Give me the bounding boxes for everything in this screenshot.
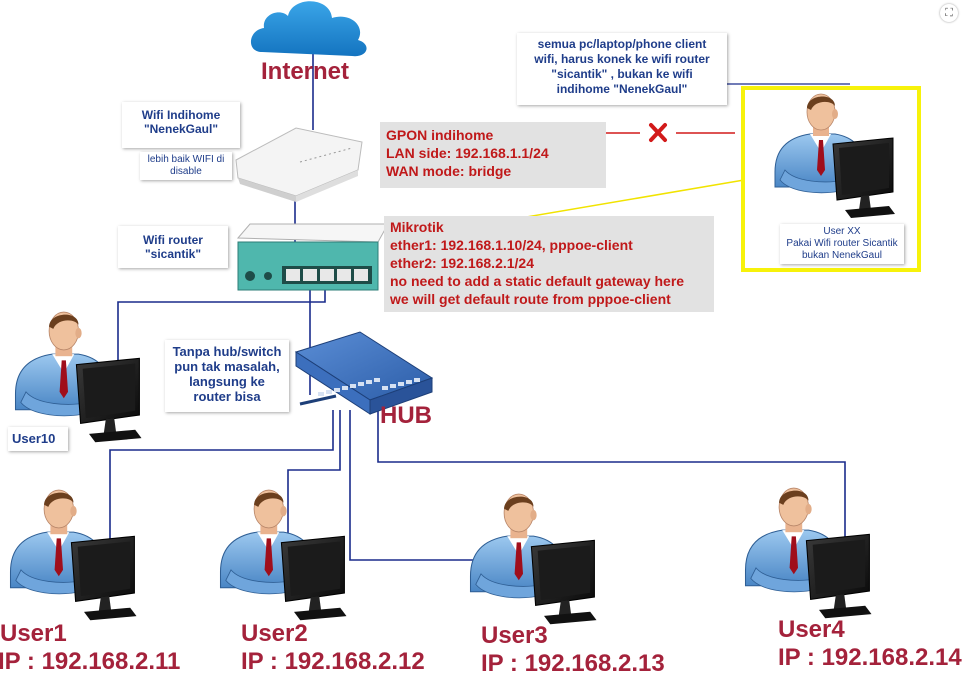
gpon-line-1: GPON indihome xyxy=(386,127,494,143)
user3-person-icon xyxy=(469,493,598,625)
mikrotik-info-box: Mikrotik ether1: 192.168.1.10/24, pppoe-… xyxy=(384,216,714,312)
user1-name: User1 xyxy=(0,620,67,647)
user4-person-icon xyxy=(744,487,873,619)
internet-label: Internet xyxy=(261,58,350,85)
user-xx-person-icon xyxy=(774,93,896,219)
user3-name: User3 xyxy=(481,622,548,649)
mikrotik-line-2: ether1: 192.168.1.10/24, pppoe-client xyxy=(390,237,633,253)
wifi-indihome-title: Wifi Indihome "NenekGaul" xyxy=(141,108,221,136)
wifi-router-note: Wifi router "sicantik" xyxy=(118,226,228,268)
network-diagram xyxy=(9,1,921,625)
user1-ip: IP : 192.168.2.11 xyxy=(0,648,181,675)
user1-person-icon xyxy=(9,489,138,621)
user4-ip: IP : 192.168.2.14 xyxy=(778,644,962,671)
hub-note: Tanpa hub/switch pun tak masalah, langsu… xyxy=(165,340,289,412)
hub-label: HUB xyxy=(380,402,432,429)
cross-icon xyxy=(649,123,667,142)
user3-ip: IP : 192.168.2.13 xyxy=(481,650,665,677)
user10-label: User10 xyxy=(8,427,68,451)
gpon-router-icon xyxy=(235,127,363,202)
cables xyxy=(109,40,846,580)
cable-hub-user1 xyxy=(109,410,334,570)
user-xx-highlight xyxy=(741,86,921,272)
mikrotik-line-1: Mikrotik xyxy=(390,219,444,235)
cable-mikrotik-user10 xyxy=(117,280,326,380)
gpon-info-box: GPON indihome LAN side: 192.168.1.1/24 W… xyxy=(380,122,606,188)
cloud-icon xyxy=(250,1,367,57)
gpon-line-3: WAN mode: bridge xyxy=(386,163,512,179)
mikrotik-line-5: we will get default route from pppoe-cli… xyxy=(390,291,671,307)
user2-name: User2 xyxy=(241,620,308,647)
user2-ip: IP : 192.168.2.12 xyxy=(241,648,425,675)
wifi-disable-note: lebih baik WIFI di disable xyxy=(140,152,232,180)
client-wifi-note: semua pc/laptop/phone client wifi, harus… xyxy=(517,33,727,105)
cable-hub-user2 xyxy=(287,410,341,570)
user2-person-icon xyxy=(219,489,348,621)
mikrotik-router-icon xyxy=(236,223,389,291)
hub-icon xyxy=(294,331,434,415)
user-xx-label-box: User XX Pakai Wifi router Sicantik bukan… xyxy=(780,224,904,264)
user-xx-note: Pakai Wifi router Sicantik bukan NenekGa… xyxy=(786,238,898,261)
wifi-indihome-note: Wifi Indihome "NenekGaul" xyxy=(122,102,240,148)
cable-hub-user4 xyxy=(377,410,846,560)
mikrotik-line-4: no need to add a static default gateway … xyxy=(390,273,685,289)
user4-name: User4 xyxy=(778,616,845,643)
scan-icon[interactable]: ⛶ xyxy=(940,4,958,22)
mikrotik-line-3: ether2: 192.168.2.1/24 xyxy=(390,255,534,271)
gpon-line-2: LAN side: 192.168.1.1/24 xyxy=(386,145,549,161)
user10-person-icon xyxy=(14,311,143,443)
user-xx-name: User XX xyxy=(823,226,861,237)
